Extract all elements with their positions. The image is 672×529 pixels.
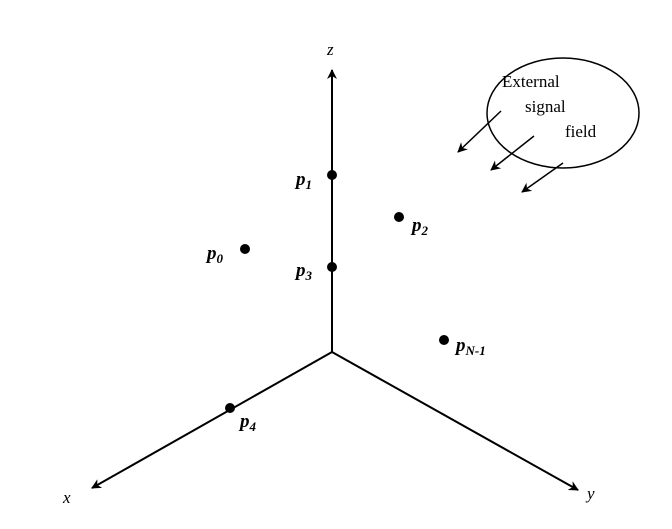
- signal-field-ellipse: [486, 57, 640, 169]
- point-p0-dot: [240, 244, 250, 254]
- axes: [91, 69, 579, 491]
- external-signal-field: External signal field: [457, 57, 640, 193]
- signal-field-line-2: signal: [525, 97, 566, 116]
- x-axis-line: [91, 351, 333, 489]
- signal-arrow-2: [490, 135, 535, 171]
- point-p2-label: p2: [410, 215, 429, 238]
- y-axis-line: [331, 351, 579, 491]
- point-p0-label: p0: [205, 243, 224, 266]
- z-axis-label: z: [326, 40, 334, 59]
- sensor-points: [225, 170, 449, 413]
- point-p3-dot: [327, 262, 337, 272]
- point-pN-1-dot: [439, 335, 449, 345]
- y-axis-label: y: [585, 484, 595, 503]
- x-axis-label: x: [62, 488, 71, 507]
- point-p2-dot: [394, 212, 404, 222]
- point-p1-dot: [327, 170, 337, 180]
- point-p1-label: p1: [294, 169, 312, 192]
- point-p4-label: p4: [238, 411, 257, 434]
- point-p3-label: p3: [294, 260, 313, 283]
- signal-field-line-1: External: [502, 72, 560, 91]
- point-p4-dot: [225, 403, 235, 413]
- signal-field-line-3: field: [565, 122, 597, 141]
- signal-arrow-3: [521, 162, 564, 193]
- point-pN-1-label: pN-1: [454, 335, 486, 358]
- signal-arrow-1: [457, 110, 502, 153]
